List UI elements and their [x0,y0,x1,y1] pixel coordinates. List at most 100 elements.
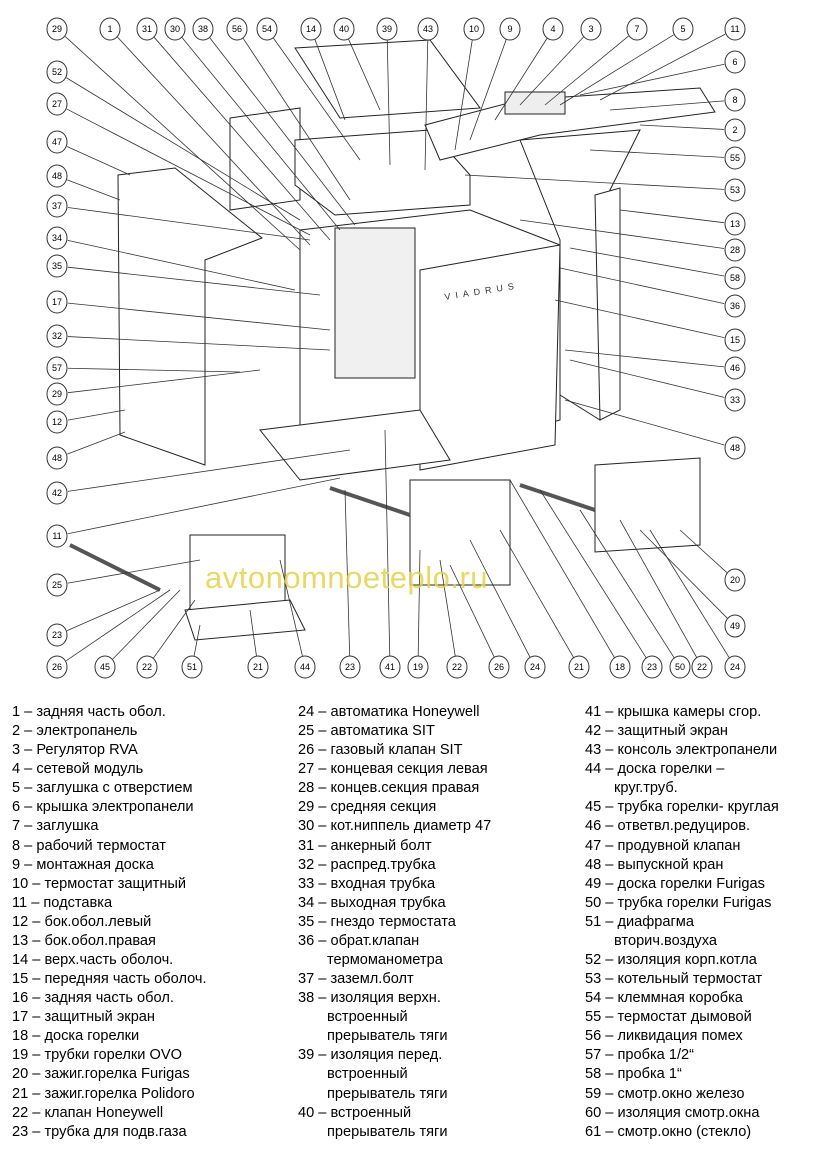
legend-column-3: 41 – крышка камеры сгор.42 – защитный эк… [585,703,779,1142]
legend-item-text: 59 – смотр.окно железо [585,1085,745,1102]
legend-item-text: 6 – крышка электропанели [12,799,194,816]
legend-item-text: 31 – анкерный болт [298,837,432,854]
legend-item-text: 2 – электропанель [12,723,138,740]
leader-line [64,36,301,251]
callout-41: 41 [379,429,401,679]
callout-number: 27 [52,99,62,109]
callout-circle [333,17,355,41]
callout-number: 48 [52,453,62,463]
leader-line [153,599,196,659]
legend-item: 4 – сетевой модуль [12,760,207,779]
legend-item-text: 50 – трубка горелки Furigas [585,894,772,911]
legend-item-text: 8 – рабочий термостат [12,837,166,854]
leader-line [273,37,361,161]
legend-item-text: 23 – трубка для подв.газа [12,1123,187,1140]
callout-38: 38 [192,17,356,226]
callout-number: 2 [732,125,737,135]
rear-panel [229,107,301,211]
leader-line [314,39,346,121]
callout-1: 1 [99,17,311,246]
leader-line [509,479,615,658]
legend-item-text: 53 – котельный термостат [585,971,763,988]
legend-item-continuation: круг.труб. [614,780,678,797]
callout-circle [724,88,746,112]
legend-item-text: 18 – доска горелки [12,1028,140,1045]
callout-22: 22 [136,599,196,679]
callout-27: 27 [46,92,311,236]
legend-item-text: 58 – пробка 1“ [585,1066,682,1083]
leader-line [499,529,574,658]
callout-25: 25 [46,559,201,597]
callout-circle [46,410,68,434]
callout-number: 12 [52,417,62,427]
callout-circle [294,655,316,679]
callout-circle [724,294,746,318]
legend-item: 41 – крышка камеры сгор. [585,703,779,722]
legend-item-text: 35 – гнездо термостата [298,913,456,930]
callout-circle [46,92,68,116]
leader-line [469,539,531,658]
leader-line [424,39,429,171]
callout-17: 17 [46,290,331,331]
legend-item: 60 – изоляция смотр.окна [585,1104,779,1123]
callout-32: 32 [46,324,331,351]
leader-line [67,431,126,455]
leader-line [67,477,341,535]
leader-line [559,34,674,106]
callout-11: 11 [46,477,341,548]
leader-line [66,589,161,631]
legend-item-text: 4 – сетевой модуль [12,761,144,778]
leader-line [494,38,548,121]
legend-item-continuation: встроенный [327,1066,408,1083]
callout-number: 48 [730,443,740,453]
callout-circle [46,481,68,505]
legend-item-text: 29 – средняя секция [298,799,437,816]
legend-item-text: 22 – клапан Honeywell [12,1104,164,1121]
leader-line [67,449,351,492]
legend-item: 19 – трубки горелки OVO [12,1046,207,1065]
leader-line [599,33,726,101]
legend-item: 49 – доска горелки Furigas [585,875,779,894]
heat-exchanger [334,227,416,379]
callout-circle [46,226,68,250]
callout-22: 22 [619,519,713,679]
legend-item-text: 37 – заземл.болт [298,971,414,988]
callout-number: 41 [385,662,395,672]
legend-item-text: 49 – доска горелки Furigas [585,875,765,892]
right-side-strip [594,187,621,421]
callout-number: 46 [730,363,740,373]
legend-item-text: 15 – передняя часть оболоч. [12,971,207,988]
legend-item: 35 – гнездо термостата [298,913,491,932]
callout-10: 10 [454,17,485,151]
callout-9: 9 [469,17,521,141]
callout-circle [463,17,485,41]
callout-circle [136,17,158,41]
callout-circle [672,17,694,41]
callout-number: 35 [52,261,62,271]
left-side-panel [117,167,263,466]
callout-circle [46,623,68,647]
legend-item-text: 27 – концевая секция левая [298,761,488,778]
leader-line [65,589,171,662]
callout-45: 45 [94,589,181,679]
legend-item-text: 14 – верх.часть оболоч. [12,952,174,969]
leader-line [639,124,725,130]
leader-line [539,489,647,658]
callout-circle [46,356,68,380]
legend-item-text: 55 – термостат дымовой [585,1009,752,1026]
callout-circle [724,436,746,460]
callout-43: 43 [417,17,439,171]
callout-circle [46,164,68,188]
legend-item-text: 25 – автоматика SIT [298,723,435,740]
legend-item-text: 13 – бок.обол.правая [12,932,156,949]
callout-15: 15 [554,299,746,352]
callout-circle [724,238,746,262]
callout-number: 23 [52,630,62,640]
leader-line [193,624,201,657]
callout-circle [300,17,322,41]
callout-circle [609,655,631,679]
callout-7: 7 [544,17,648,106]
callout-29: 29 [46,17,301,251]
callout-number: 13 [730,219,740,229]
